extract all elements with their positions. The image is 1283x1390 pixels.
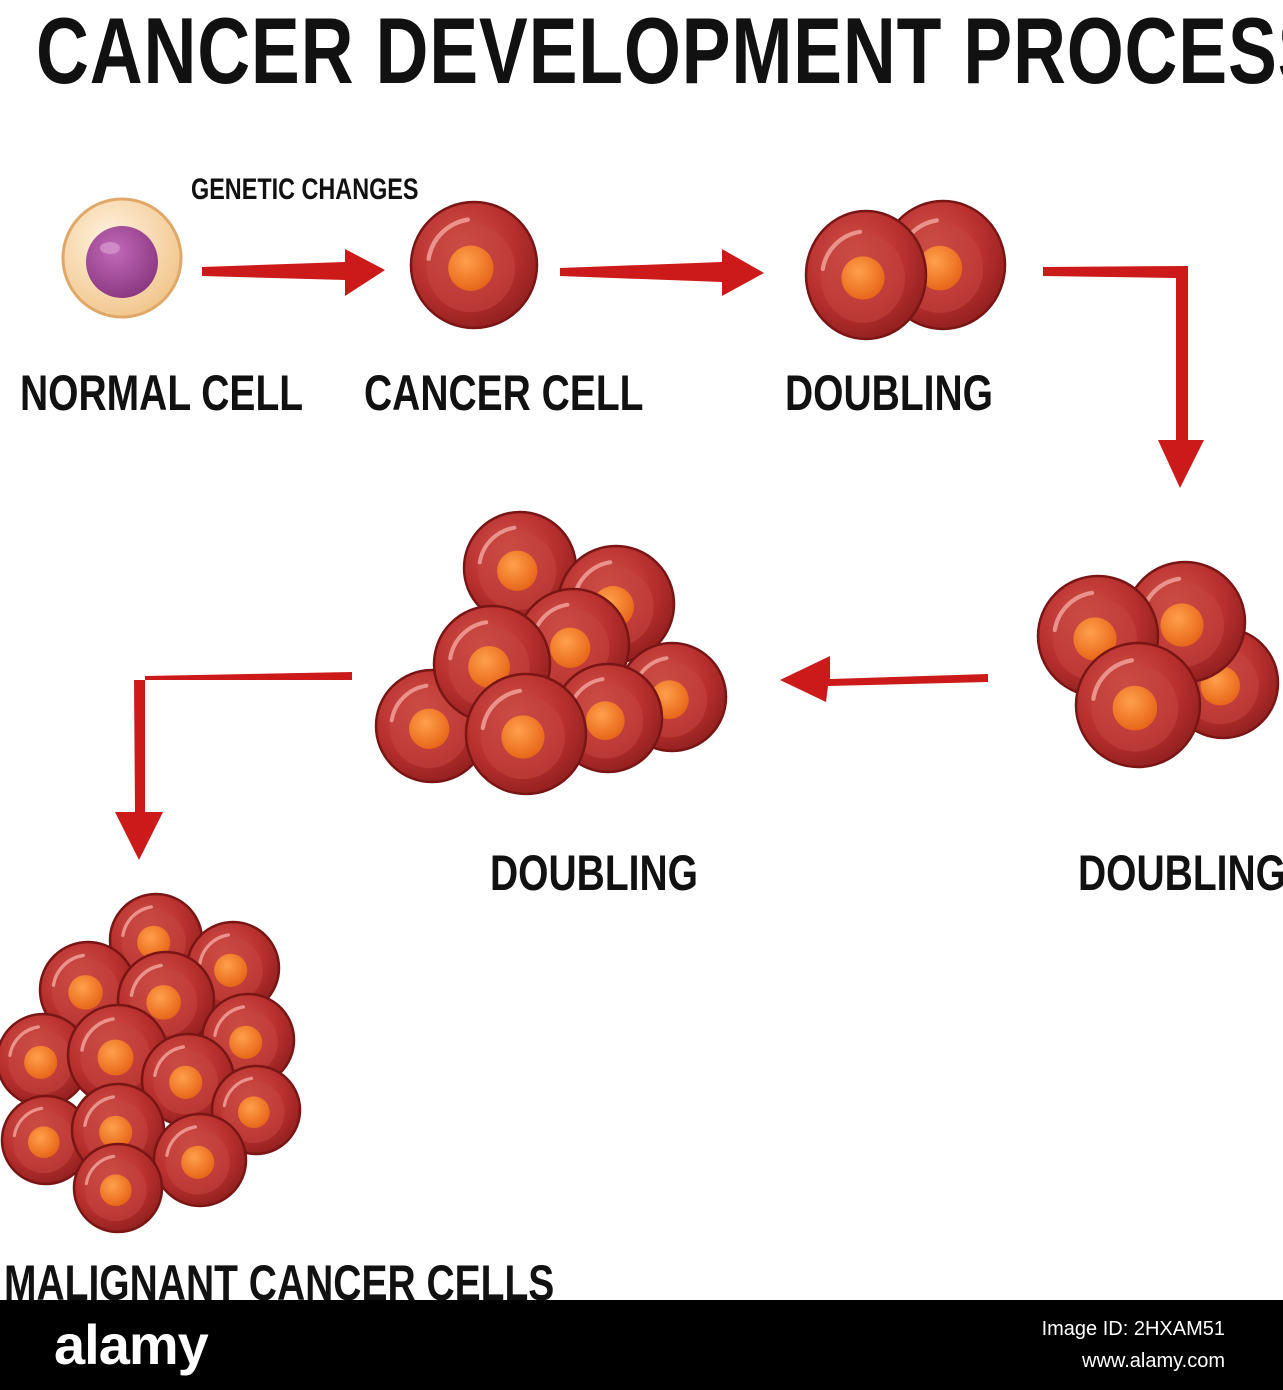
brand-logo: alamy bbox=[54, 1313, 209, 1376]
arrow-to-cancer-cell bbox=[202, 249, 385, 296]
doubling-label-2: DOUBLING bbox=[1078, 845, 1283, 901]
doubling-1-cell bbox=[804, 209, 928, 341]
malignant-cell bbox=[0, 1012, 91, 1108]
site-url: www.alamy.com bbox=[1082, 1350, 1225, 1372]
cancer-cell-label: CANCER CELL bbox=[364, 365, 644, 421]
arrow-to-doubling-1 bbox=[560, 249, 764, 296]
malignant-cell bbox=[72, 1142, 164, 1234]
genetic-changes-label: GENETIC CHANGES bbox=[191, 173, 419, 206]
cancer-process-diagram bbox=[0, 197, 1280, 1234]
cancer-cells bbox=[0, 199, 1280, 1234]
malignant-cell bbox=[185, 920, 281, 1016]
page-title: CANCER DEVELOPMENT PROCESS bbox=[36, 0, 1283, 103]
doubling-3-cell bbox=[462, 510, 578, 626]
watermark-footer: alamy Image ID: 2HXAM51 www.alamy.com bbox=[0, 1300, 1283, 1390]
arrow-to-doubling-3 bbox=[780, 656, 988, 702]
doubling-label-1: DOUBLING bbox=[785, 365, 993, 421]
malignant-cells-label: MALIGNANT CANCER CELLS bbox=[4, 1255, 555, 1311]
malignant-cell bbox=[152, 1112, 248, 1208]
image-id: Image ID: 2HXAM51 bbox=[1041, 1318, 1225, 1340]
malignant-cell bbox=[140, 1032, 236, 1128]
normal-cell-icon bbox=[61, 197, 183, 319]
normal-cell-label: NORMAL CELL bbox=[20, 365, 304, 421]
doubling-3-cell bbox=[616, 641, 728, 753]
doubling-3-cell bbox=[464, 672, 588, 796]
doubling-label-3: DOUBLING bbox=[490, 845, 698, 901]
doubling-2-cell bbox=[1074, 641, 1202, 769]
arrow-to-doubling-2 bbox=[1043, 266, 1204, 488]
cancer-cell-icon bbox=[409, 200, 539, 330]
arrow-to-malignant bbox=[115, 672, 352, 860]
